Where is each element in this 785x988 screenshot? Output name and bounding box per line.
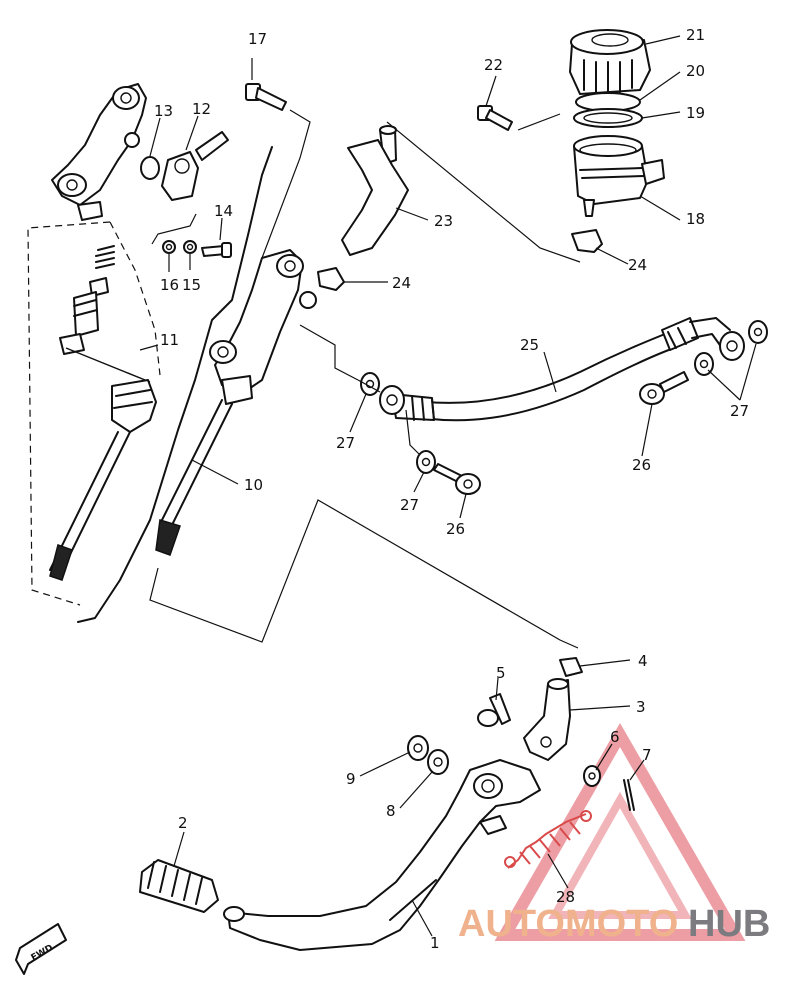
nut-4	[559, 657, 583, 677]
hose-clamp-24-upper	[571, 229, 603, 253]
washer-27-right-lower	[694, 352, 714, 376]
callout-21: 21	[686, 26, 705, 44]
pushrod-link-bracket	[149, 499, 579, 649]
callout-28: 28	[556, 888, 575, 906]
hose-fitting-12	[161, 131, 229, 201]
callout-12: 12	[192, 100, 211, 118]
washer-16	[162, 240, 176, 254]
callout-24-lower: 24	[392, 274, 411, 292]
piston-assembly-11	[49, 245, 157, 581]
master-cylinder-body-upper	[51, 83, 147, 221]
union-bolt-26-right	[639, 371, 689, 405]
bolt-14	[201, 242, 232, 258]
brake-hose-25	[379, 317, 745, 422]
callout-22: 22	[484, 56, 503, 74]
forward-direction-arrow-icon: FWD	[15, 923, 67, 975]
return-spring-28	[504, 810, 592, 869]
callout-4: 4	[638, 652, 648, 670]
washer-27-hose-left	[360, 372, 380, 396]
callout-11: 11	[160, 331, 179, 349]
clevis-3	[523, 678, 571, 761]
washer-15	[183, 240, 197, 254]
callout-10: 10	[244, 476, 263, 494]
reservoir-hose-23	[341, 125, 409, 256]
callout-23: 23	[434, 212, 453, 230]
callout-27-lower: 27	[400, 496, 419, 514]
callout-26-right: 26	[632, 456, 651, 474]
o-ring-13	[140, 156, 160, 180]
leader-lines	[139, 35, 757, 937]
reservoir-tank-18	[573, 135, 665, 217]
pin-5	[477, 693, 511, 727]
reservoir-bolt-22	[477, 105, 513, 131]
footrest-rubber-2	[139, 859, 219, 913]
watermark-text-automoto: AUTOMOTO	[458, 903, 678, 945]
spring-clip-7	[623, 779, 635, 811]
watermark-logo	[494, 722, 746, 941]
callout-18: 18	[686, 210, 705, 228]
watermark-text: AUTOMOTO HUB	[458, 903, 770, 945]
frame-edge-line	[77, 146, 273, 623]
callout-7: 7	[642, 746, 652, 764]
callout-27-left: 27	[336, 434, 355, 452]
union-bolt-26-left	[433, 463, 481, 495]
group-11-dashed-bracket	[27, 221, 111, 606]
callout-24-upper: 24	[628, 256, 647, 274]
bushing-8	[427, 749, 449, 775]
washer-27-right-upper	[748, 320, 768, 344]
cotter-pin-6	[583, 765, 601, 787]
brake-pedal-1	[223, 759, 541, 951]
callout-14: 14	[214, 202, 233, 220]
callout-27-right: 27	[730, 402, 749, 420]
callout-26-left: 26	[446, 520, 465, 538]
callout-8: 8	[386, 802, 396, 820]
callout-19: 19	[686, 104, 705, 122]
washer-9	[407, 735, 429, 761]
master-cylinder-pushrod-10	[155, 249, 317, 556]
reservoir-cap-21	[569, 29, 651, 95]
hose-clamp-24-lower	[317, 267, 345, 291]
callout-5: 5	[496, 664, 506, 682]
callout-labels: 1 2 3 4 5 6 7 8 9 10 11 12 13 14 15 16 1…	[154, 26, 749, 952]
bolt-17	[245, 83, 287, 111]
callout-1: 1	[430, 934, 440, 952]
washer-27-lower-left	[416, 450, 436, 474]
callout-13: 13	[154, 102, 173, 120]
watermark-text-hub: HUB	[688, 903, 770, 945]
callout-9: 9	[346, 770, 356, 788]
callout-16: 16	[160, 276, 179, 294]
callout-3: 3	[636, 698, 646, 716]
callout-6: 6	[610, 728, 620, 746]
callout-15: 15	[182, 276, 201, 294]
callout-20: 20	[686, 62, 705, 80]
callout-17: 17	[248, 30, 267, 48]
diaphragm-19	[573, 108, 643, 128]
callout-25: 25	[520, 336, 539, 354]
callout-2: 2	[178, 814, 188, 832]
